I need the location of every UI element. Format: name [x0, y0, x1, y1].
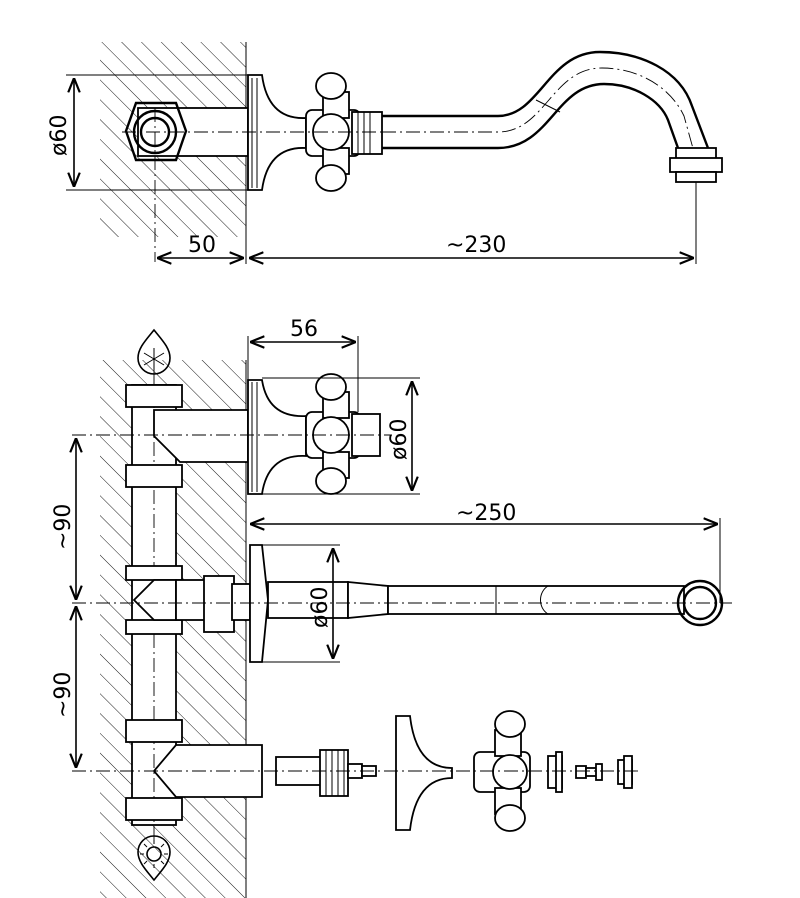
dimension-valve-diameter: ø60 — [262, 377, 420, 495]
cross-handle — [312, 72, 350, 192]
upper-valve — [72, 373, 392, 495]
spout-assembly — [72, 544, 732, 663]
spout-diameter-label: ø60 — [308, 587, 333, 628]
exploded-valve-parts — [72, 710, 640, 832]
sun-drop-icon — [137, 835, 171, 882]
dimension-diameter-top: ø60 — [47, 74, 250, 191]
supply-pipe — [125, 370, 263, 840]
top-view: ø60 50 ~230 — [47, 42, 723, 264]
dimension-spout-reach: ~250 — [250, 501, 721, 603]
dimension-spout-diameter: ø60 — [262, 544, 340, 663]
spout — [382, 50, 723, 183]
bottom-view: 56 ø60 ~250 ø60 ~90 ~90 — [51, 317, 732, 898]
wall-flange — [247, 74, 307, 191]
diameter-label: ø60 — [47, 115, 72, 156]
dimension-depth: 50 — [157, 190, 247, 264]
snowflake-drop-icon — [137, 328, 171, 375]
upper-spacing-label: ~90 — [51, 504, 76, 550]
dimension-lower-spacing: ~90 — [51, 606, 76, 768]
depth-label: 50 — [188, 233, 216, 258]
spout-reach-label: ~250 — [456, 501, 516, 526]
dimension-upper-spacing: ~90 — [51, 438, 76, 600]
reach-label: ~230 — [446, 233, 506, 258]
dimension-reach-top: ~230 — [249, 182, 697, 264]
wall-inlet-fitting — [124, 101, 249, 162]
valve-offset-label: 56 — [290, 317, 318, 342]
lower-spacing-label: ~90 — [51, 672, 76, 718]
valve-diameter-label: ø60 — [387, 419, 412, 460]
dimension-valve-offset: 56 — [247, 317, 359, 412]
